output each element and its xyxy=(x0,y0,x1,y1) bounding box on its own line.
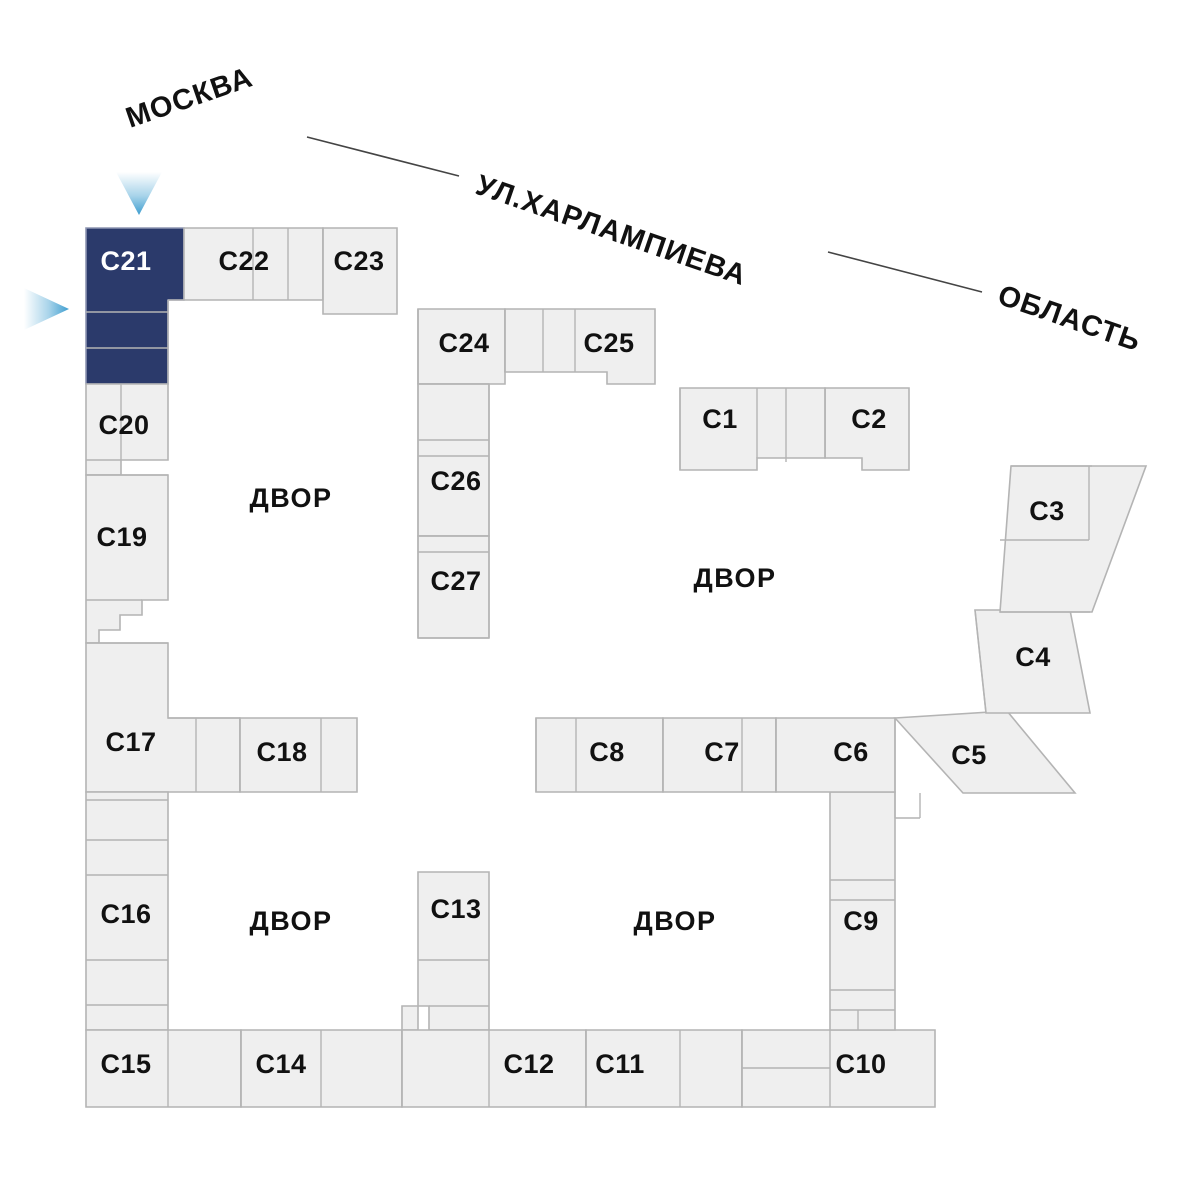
building-block-c3[interactable] xyxy=(999,465,1148,613)
unit-label-c24: C24 xyxy=(438,328,489,358)
building-block-c12[interactable] xyxy=(401,1029,587,1108)
unit-label-c1: C1 xyxy=(702,404,738,434)
interior-partition-lines xyxy=(86,228,1092,1107)
unit-label-c16: C16 xyxy=(100,899,151,929)
building-block-c19[interactable] xyxy=(85,474,169,644)
unit-label-c20: C20 xyxy=(98,410,149,440)
buildings-layer xyxy=(85,227,1148,1108)
unit-label-c23: C23 xyxy=(333,246,384,276)
unit-label-c19: C19 xyxy=(96,522,147,552)
unit-label-c2: C2 xyxy=(851,404,887,434)
unit-label-c7: C7 xyxy=(704,737,740,767)
courtyard-label: ДВОР xyxy=(633,906,716,936)
street-label-harlampieva: УЛ.ХАРЛАМПИЕВА xyxy=(472,169,751,292)
unit-label-c13: C13 xyxy=(430,894,481,924)
arrow-down-c21-icon xyxy=(116,172,162,215)
unit-label-c4: C4 xyxy=(1015,642,1051,672)
courtyard-label: ДВОР xyxy=(249,483,332,513)
unit-label-c25: C25 xyxy=(583,328,634,358)
courtyard-labels-layer: ДВОР ДВОР ДВОР ДВОР xyxy=(249,483,776,936)
unit-label-c3: C3 xyxy=(1029,496,1065,526)
unit-label-c12: C12 xyxy=(503,1049,554,1079)
unit-label-c18: C18 xyxy=(256,737,307,767)
unit-label-c21: C21 xyxy=(100,246,151,276)
unit-label-c14: C14 xyxy=(255,1049,306,1079)
unit-label-c6: C6 xyxy=(833,737,869,767)
leader-moskva xyxy=(306,136,460,177)
unit-label-c11: C11 xyxy=(595,1049,645,1079)
unit-label-c17: C17 xyxy=(105,727,156,757)
street-label-moskva: МОСКВА xyxy=(122,61,257,134)
unit-label-c8: C8 xyxy=(589,737,625,767)
unit-label-c9: C9 xyxy=(843,906,879,936)
courtyard-label: ДВОР xyxy=(693,563,776,593)
street-label-oblast: ОБЛАСТЬ xyxy=(994,279,1145,358)
leader-oblast xyxy=(827,251,983,293)
unit-label-c15: C15 xyxy=(100,1049,151,1079)
unit-label-c22: C22 xyxy=(218,246,269,276)
direction-arrows-layer xyxy=(24,172,162,330)
unit-label-c10: C10 xyxy=(835,1049,886,1079)
unit-label-c27: C27 xyxy=(430,566,481,596)
unit-label-c5: C5 xyxy=(951,740,987,770)
courtyard-label: ДВОР xyxy=(249,906,332,936)
unit-label-c26: C26 xyxy=(430,466,481,496)
street-leader-lines xyxy=(306,136,983,293)
arrow-right-c21-icon xyxy=(24,288,69,330)
partition-line xyxy=(974,609,987,714)
building-block-c26[interactable] xyxy=(417,383,490,537)
